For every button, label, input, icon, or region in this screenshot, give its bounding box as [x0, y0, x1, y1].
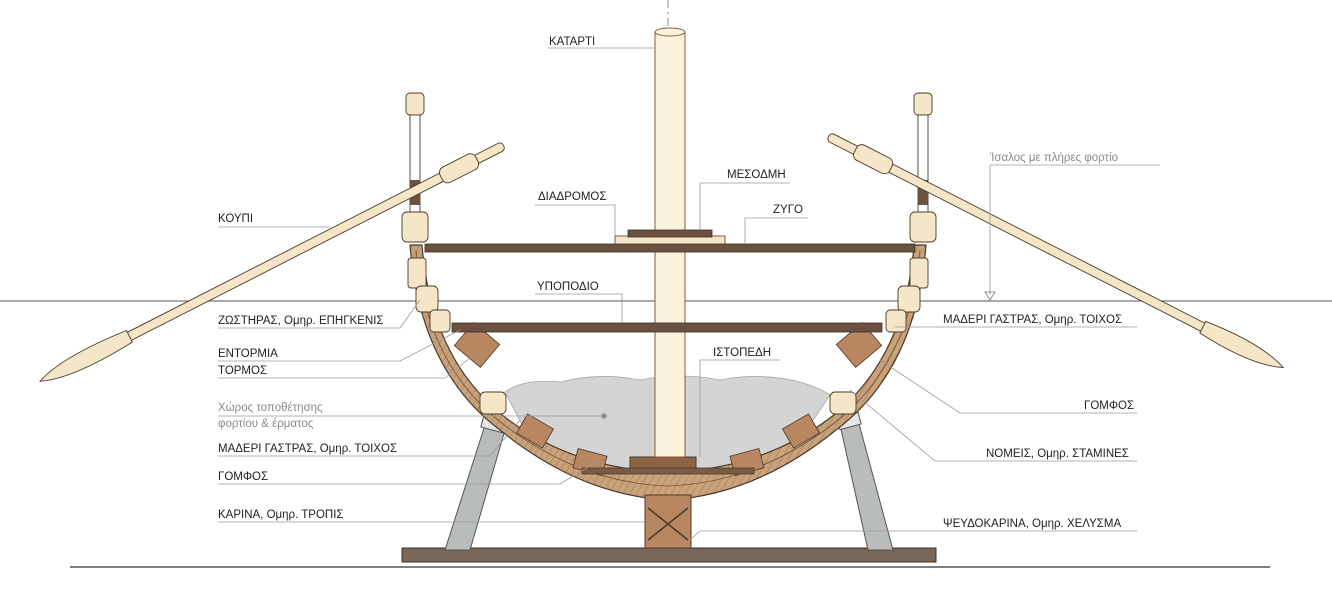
label-wale: ΖΩΣΤΗΡΑΣ, Ομηρ. ΕΠΗΓΚΕΝΙΣ	[218, 315, 384, 327]
footrest	[451, 322, 883, 333]
left-oar	[39, 142, 505, 382]
leader-mast-partner	[699, 182, 790, 230]
ground-board	[401, 547, 937, 563]
right-oar	[827, 133, 1285, 369]
label-cargo-line1: Χώρος τοποθέτησης	[218, 402, 323, 414]
leader-tenon-right	[879, 359, 1137, 414]
label-gangway: ΔΙΑΔΡΟΜΟΣ	[538, 191, 606, 203]
keel-cross-2	[647, 507, 689, 541]
left-thole-post	[401, 92, 429, 243]
label-hull-planks-right: ΜΑΔΕΡΙ ΓΑΣΤΡΑΣ, Ομηρ. ΤΟΙΧΟΣ	[943, 314, 1122, 326]
leader-frames	[849, 389, 1137, 462]
label-frames: ΝΟΜΕΙΣ, Ομηρ. ΣΤΑΜΙΝΕΣ	[986, 448, 1129, 460]
leader-stringer	[218, 329, 461, 362]
label-mast-step: ΙΣΤΟΠΕΔΗ	[713, 347, 771, 359]
mast-step	[629, 456, 697, 470]
label-tenon-right: ΓΟΜΦΟΣ	[1084, 400, 1134, 412]
right-support	[839, 419, 894, 551]
leader-waterline	[989, 164, 1160, 295]
left-support	[444, 424, 506, 551]
label-hull-planks-left: ΜΑΔΕΡΙ ΓΑΣΤΡΑΣ, Ομηρ. ΤΟΙΧΟΣ	[218, 443, 397, 455]
leader-thwart	[744, 217, 808, 244]
frames-right	[829, 257, 929, 415]
leader-gangway	[535, 204, 616, 236]
leader-thole	[218, 349, 481, 379]
label-tenon-left: ΓΟΜΦΟΣ	[218, 471, 268, 483]
label-footrest: ΥΠΟΠΟΔΙΟ	[537, 281, 599, 293]
leader-false-keel	[689, 530, 1137, 541]
label-stringer: ΕΝΤΟΡΜΙΑ	[218, 348, 278, 360]
right-thole-post	[909, 92, 937, 243]
label-thwart: ΖΥΓΟ	[773, 204, 803, 216]
label-thole: ΤΟΡΜΟΣ	[218, 365, 267, 377]
label-false-keel: ΨΕΥΔΟΚΑΡΙΝΑ, Ομηρ. ΧΕΛΥΣΜΑ	[943, 518, 1121, 530]
label-mast: ΚΑΤΑΡΤΙ	[549, 36, 595, 48]
label-oar: ΚΟΥΠΙ	[218, 213, 253, 225]
label-cargo-line2: φορτίου & έρματος	[218, 418, 314, 430]
waterline-marker	[984, 291, 996, 301]
hull-seam-1	[415, 249, 921, 487]
leader-tenon-left	[218, 459, 601, 485]
leader-mast-step	[699, 359, 780, 457]
mast-top	[654, 27, 686, 37]
cargo-dot	[601, 413, 607, 419]
label-mast-partner: ΜΕΣΟΔΜΗ	[727, 169, 786, 181]
leader-wale	[218, 299, 421, 329]
keel-block	[644, 494, 692, 549]
leader-planks-left	[218, 419, 521, 457]
mast-partner-top	[627, 229, 713, 238]
thwart	[424, 243, 916, 253]
leader-footrest	[535, 293, 623, 323]
label-waterline: Ίσαλος με πλήρες φορτίο	[989, 152, 1118, 164]
label-keel: ΚΑΡΙΝΑ, Ομηρ. ΤΡΟΠΙΣ	[218, 509, 344, 521]
frames-left	[407, 257, 507, 415]
bottom-board	[581, 467, 755, 475]
